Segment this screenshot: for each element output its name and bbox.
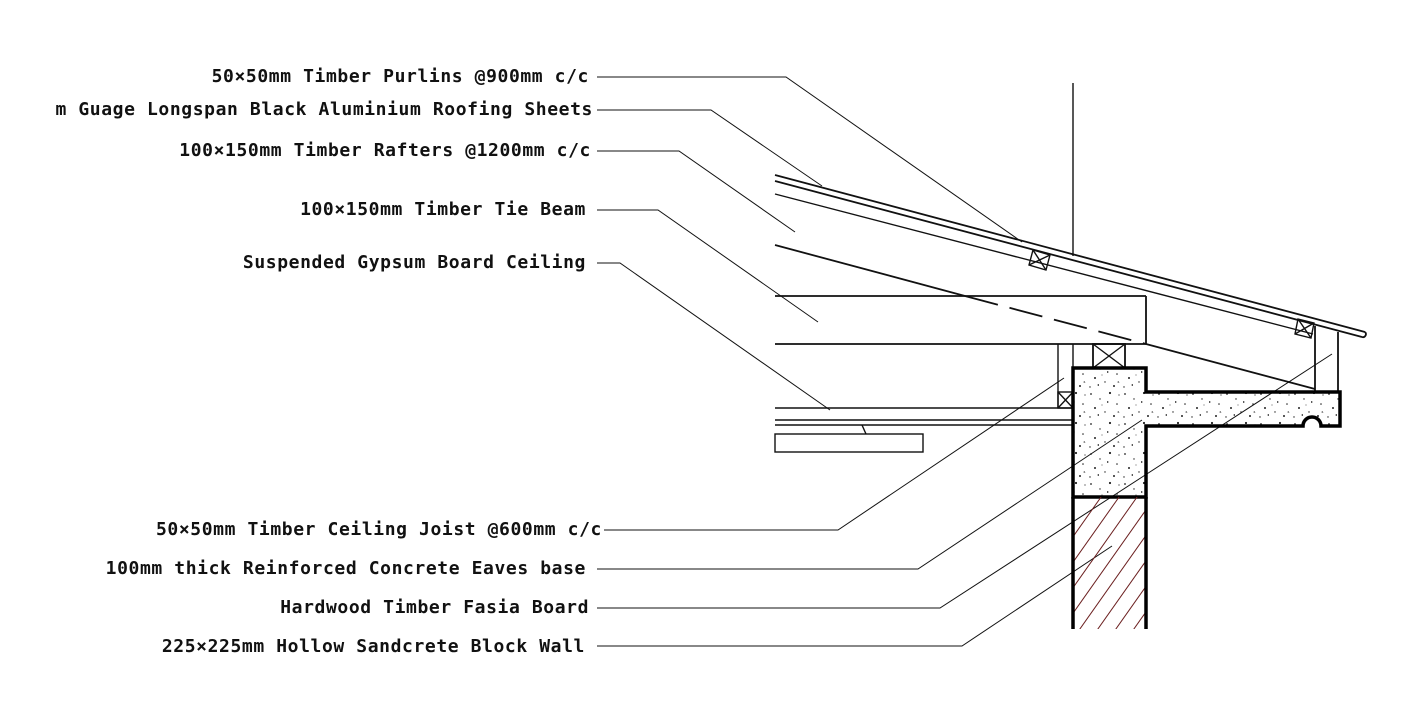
label-ceiling-joist: 50×50mm Timber Ceiling Joist @600mm c/c [156, 519, 602, 540]
rafter-bottom-end [1145, 343, 1316, 390]
block-wall [1071, 497, 1148, 629]
roofing-sheet [774, 174, 1367, 339]
label-gypsum-ceiling: Suspended Gypsum Board Ceiling [243, 252, 586, 273]
rafter-bottom-line [774, 244, 966, 297]
label-purlins: 50×50mm Timber Purlins @900mm c/c [212, 66, 589, 87]
label-roofing-sheets: m Guage Longspan Black Aluminium Roofing… [55, 99, 593, 120]
leader-rafters [597, 150, 796, 233]
leader-gypsum-ceiling [597, 262, 831, 411]
leader-fascia-board [597, 353, 1333, 609]
label-block-wall: 225×225mm Hollow Sandcrete Block Wall [162, 636, 585, 657]
label-tie-beam: 100×150mm Timber Tie Beam [300, 199, 586, 220]
ceiling-joist-box [1057, 391, 1074, 409]
concrete-eaves-base [1071, 366, 1342, 499]
purlin-line [774, 193, 1314, 335]
leader-purlins [597, 76, 1023, 243]
purlin-box-1 [1028, 249, 1051, 271]
ceiling-lines [774, 407, 1073, 453]
label-eaves-base: 100mm thick Reinforced Concrete Eaves ba… [106, 558, 586, 579]
purlin-box-2 [1294, 318, 1315, 339]
leader-eaves-base [597, 419, 1143, 570]
fascia-board [1314, 326, 1339, 392]
leader-ceiling-joist [604, 377, 1065, 531]
wall-plate [1092, 343, 1126, 369]
ceiling-hanger [1057, 344, 1074, 408]
leader-tie-beam [597, 209, 819, 323]
label-rafters: 100×150mm Timber Rafters @1200mm c/c [179, 140, 591, 161]
leader-block-wall [597, 545, 1113, 647]
label-fascia-board: Hardwood Timber Fasia Board [280, 597, 589, 618]
rafter-bottom-dashed [964, 295, 1147, 345]
tie-beam [775, 295, 1147, 345]
leader-roofing-sheets [597, 109, 823, 187]
